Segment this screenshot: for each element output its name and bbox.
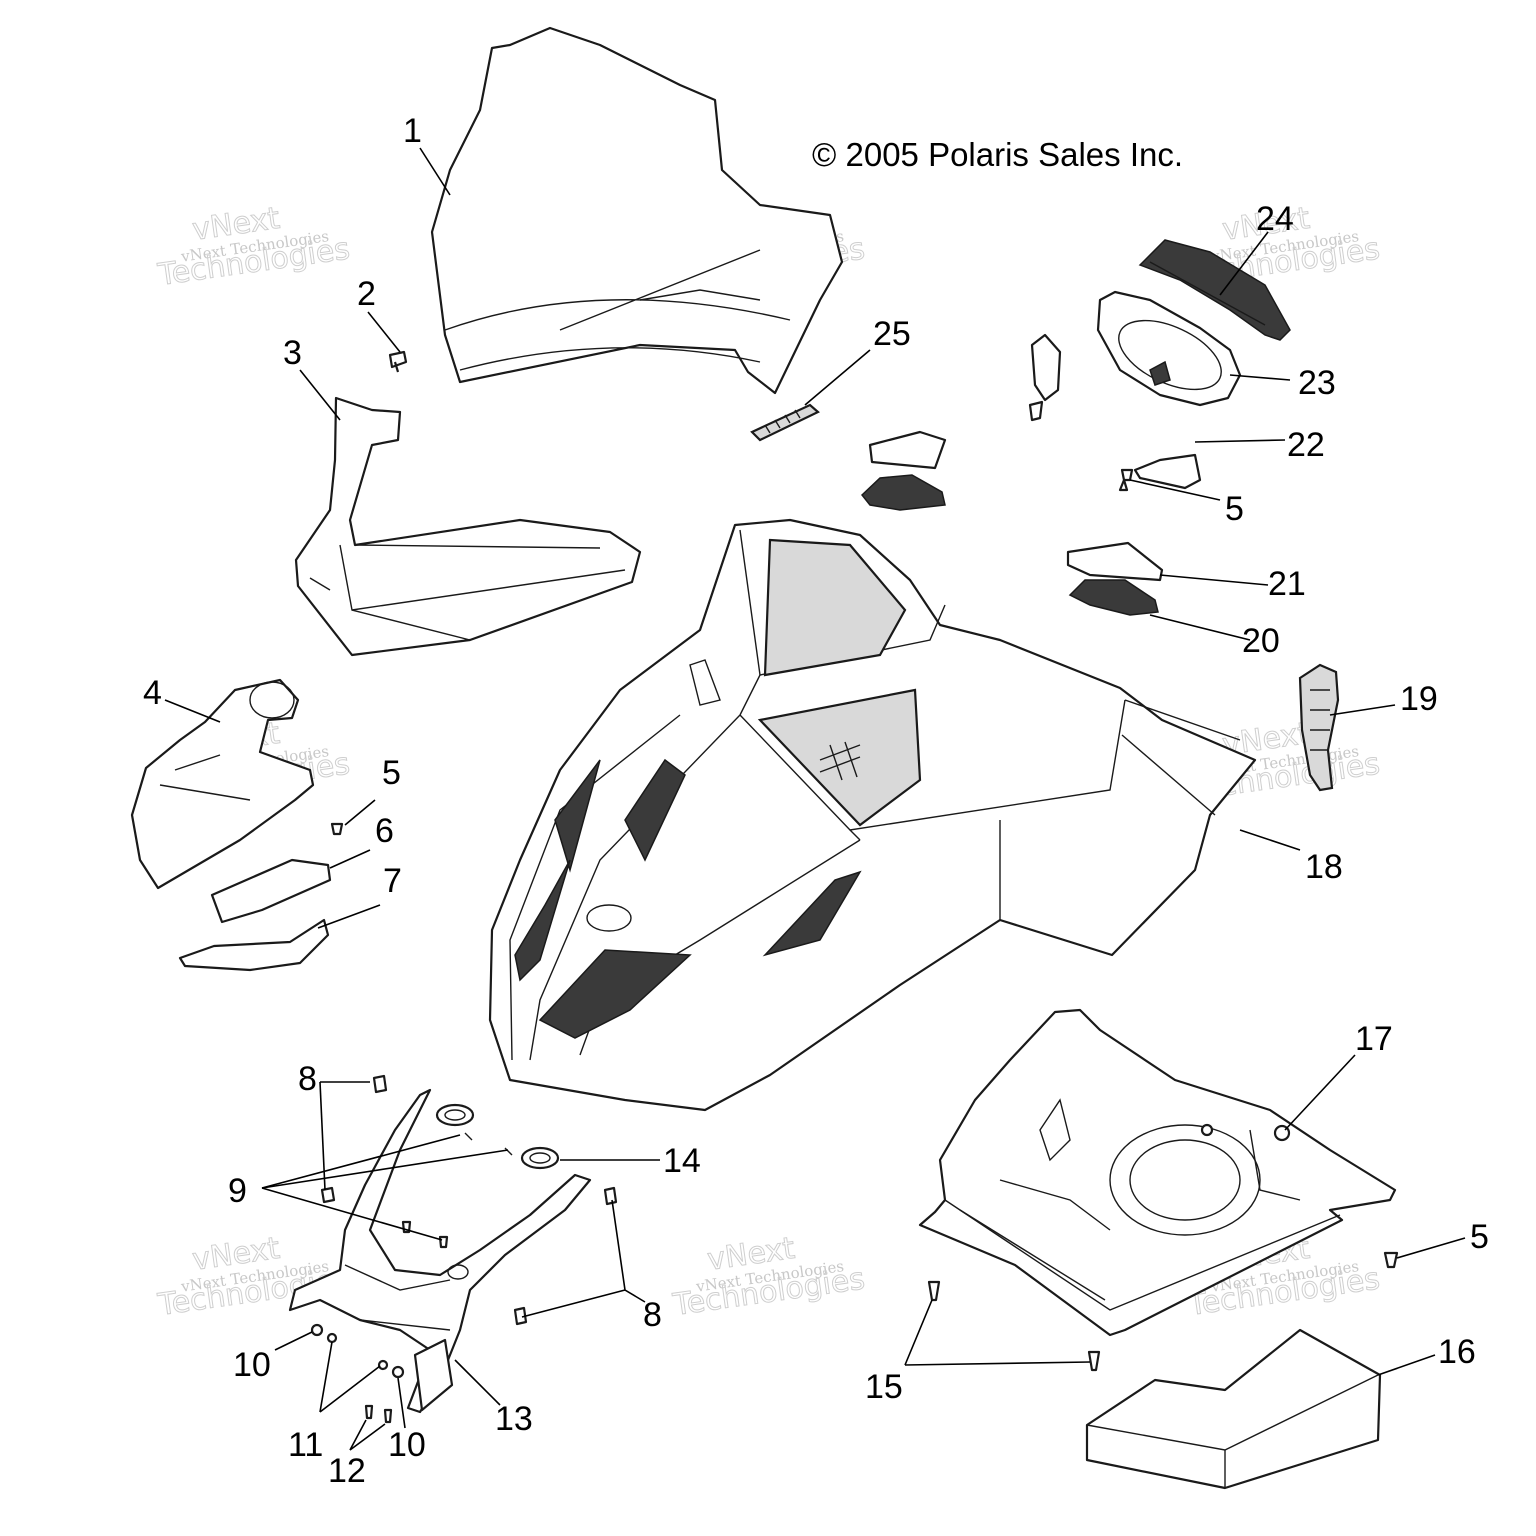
callout-4: 4 (143, 674, 162, 712)
callout-17: 17 (1355, 1020, 1393, 1058)
callout-16: 16 (1438, 1333, 1476, 1371)
callout-5-top: 5 (1225, 490, 1244, 528)
part-nose-bracket[interactable] (288, 1088, 592, 1414)
callout-24: 24 (1256, 200, 1294, 238)
fastener-15-b[interactable] (1087, 1350, 1101, 1372)
fastener-15-a[interactable] (927, 1280, 941, 1302)
copyright-notice: © 2005 Polaris Sales Inc. (812, 136, 1183, 173)
fastener-group (320, 468, 1399, 1372)
callout-8-left: 8 (298, 1060, 317, 1098)
watermark-8: vNext vNext Technologies Technologies (670, 1230, 868, 1323)
part-trim-frame[interactable] (294, 396, 642, 657)
callout-20: 20 (1242, 622, 1280, 660)
callout-8-right: 8 (643, 1296, 662, 1334)
callout-1: 1 (403, 112, 422, 150)
part-grommet-clips[interactable] (435, 1103, 560, 1170)
callout-23: 23 (1298, 364, 1336, 402)
part-side-intake[interactable] (1298, 663, 1340, 792)
watermark-1: vNext vNext Technologies Technologies (155, 200, 353, 293)
callout-11: 11 (288, 1426, 323, 1464)
callout-7: 7 (383, 862, 402, 900)
watermark-7: vNext vNext Technologies Technologies (155, 1230, 353, 1323)
callout-5-left: 5 (382, 754, 401, 792)
callout-14: 14 (663, 1142, 701, 1180)
part-strip-25[interactable] (750, 403, 820, 442)
fastener-5-left[interactable] (330, 822, 344, 836)
fastener-8-a[interactable] (372, 1074, 388, 1094)
fastener-8-c[interactable] (513, 1306, 528, 1326)
callout-10-left: 10 (233, 1346, 271, 1384)
callout-25: 25 (873, 315, 911, 353)
fastener-8-b[interactable] (603, 1186, 618, 1206)
callout-5-right: 5 (1470, 1218, 1489, 1256)
callout-labels: 1 2 3 4 5 6 7 8 9 8 10 11 12 10 13 14 15… (143, 112, 1489, 1490)
fastener-8-d[interactable] (320, 1186, 336, 1204)
callout-19: 19 (1400, 680, 1438, 718)
part-decal-7[interactable] (178, 918, 330, 972)
part-vent-top-left[interactable] (860, 430, 947, 511)
callout-3: 3 (283, 334, 302, 372)
part-hood[interactable] (488, 518, 1257, 1112)
part-pad[interactable] (1085, 1328, 1382, 1490)
part-bracket-small[interactable] (1028, 333, 1062, 422)
callout-12: 12 (328, 1452, 366, 1490)
part-vent-20[interactable] (1068, 579, 1159, 616)
part-side-panel[interactable] (130, 678, 315, 890)
callout-21: 21 (1268, 565, 1306, 603)
part-decal-6[interactable] (210, 858, 332, 924)
part-gauge-lens[interactable] (1138, 239, 1291, 341)
part-windshield[interactable] (430, 26, 844, 395)
part-gauge-housing[interactable] (1096, 290, 1242, 407)
callout-22: 22 (1287, 426, 1325, 464)
screws-lower[interactable] (310, 1220, 449, 1424)
callout-15: 15 (865, 1368, 903, 1406)
callout-6: 6 (375, 812, 394, 850)
callout-2: 2 (357, 275, 376, 313)
part-push-pin[interactable] (388, 350, 408, 373)
callout-9: 9 (228, 1172, 247, 1210)
part-bracket-22[interactable] (1133, 453, 1202, 490)
fastener-5-right[interactable] (1383, 1251, 1399, 1269)
callout-13: 13 (495, 1400, 533, 1438)
callout-10-bottom: 10 (388, 1426, 426, 1464)
leader-lines (164, 147, 1466, 1451)
part-vent-21[interactable] (1066, 541, 1164, 582)
callout-18: 18 (1305, 848, 1343, 886)
